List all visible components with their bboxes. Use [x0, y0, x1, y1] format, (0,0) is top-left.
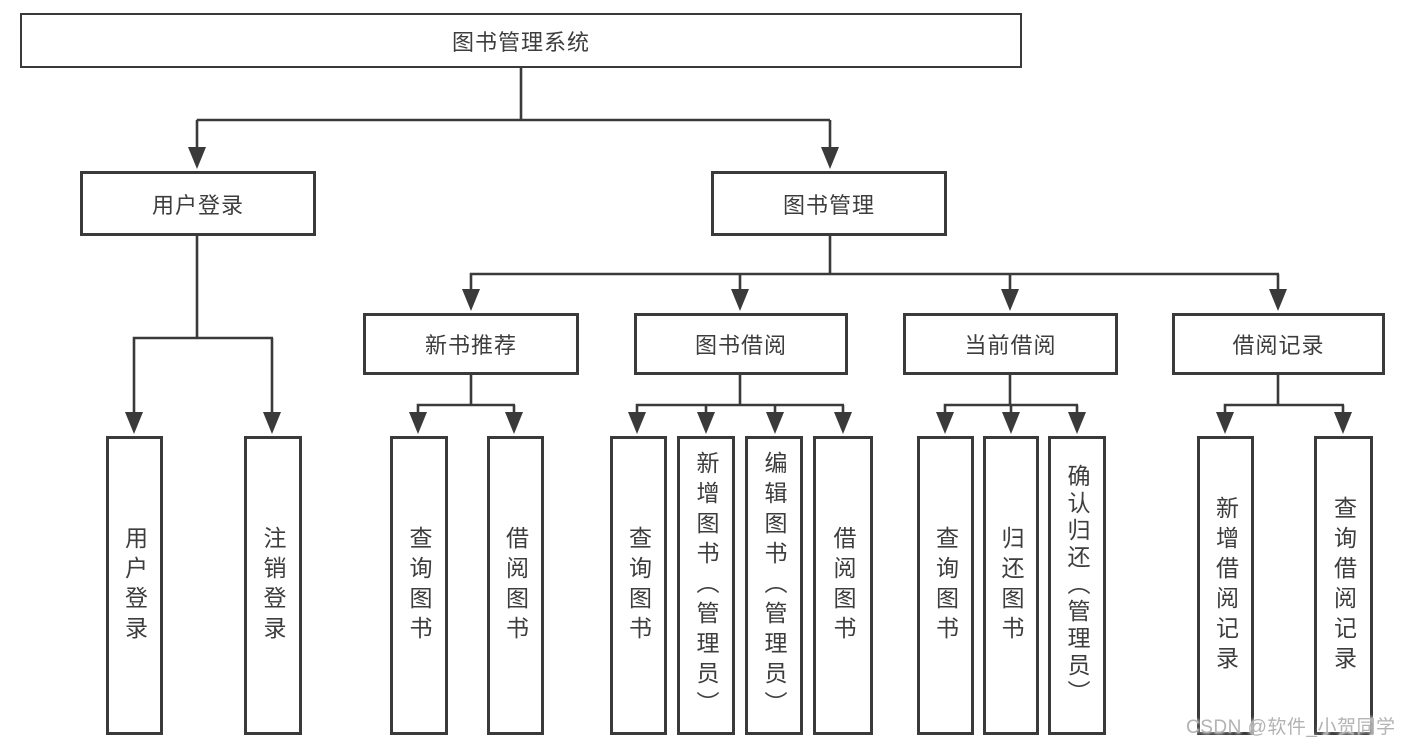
leaf-borrow-book: 借阅图书	[813, 436, 873, 735]
node-current-borrowing: 当前借阅	[903, 313, 1118, 375]
node-borrow-records: 借阅记录	[1172, 313, 1385, 375]
node-new-book-recommend: 新书推荐	[363, 313, 579, 375]
leaf-logout: 注销登录	[244, 436, 302, 735]
node-book-borrowing: 图书借阅	[634, 313, 848, 375]
leaf-return-book: 归还图书	[983, 436, 1039, 735]
node-label: 借阅图书	[830, 525, 856, 646]
node-label: 图书借阅	[694, 333, 787, 358]
node-user-login: 用户登录	[80, 171, 316, 236]
node-label: 借阅图书	[502, 525, 529, 646]
node-label: 用户登录	[151, 192, 244, 218]
node-book-management: 图书管理	[711, 171, 947, 236]
node-label: 编辑图书（管理员）	[761, 450, 787, 721]
node-label: 查询图书	[406, 525, 432, 646]
node-label: 新增图书（管理员）	[693, 450, 719, 721]
node-label: 确认归还（管理员）	[1064, 464, 1090, 707]
leaf-query-book-borrowing: 查询图书	[610, 436, 667, 735]
node-label: 图书管理	[782, 192, 875, 218]
node-label: 新增借阅记录	[1212, 495, 1239, 676]
leaf-borrow-book-recommend: 借阅图书	[487, 436, 544, 735]
node-label: 借阅记录	[1232, 333, 1325, 358]
leaf-user-login: 用户登录	[106, 436, 163, 735]
leaf-query-book-current: 查询图书	[917, 436, 974, 735]
node-label: 新书推荐	[424, 333, 517, 358]
node-label: 图书管理系统	[451, 29, 590, 55]
leaf-query-borrow-record: 查询借阅记录	[1314, 436, 1373, 735]
node-label: 注销登录	[260, 525, 286, 646]
node-label: 当前借阅	[964, 333, 1057, 358]
node-label: 用户登录	[121, 525, 148, 646]
csdn-watermark: CSDN @软件_小贺同学	[1186, 717, 1396, 738]
leaf-edit-book-admin: 编辑图书（管理员）	[745, 436, 803, 735]
node-label: 查询图书	[932, 525, 959, 646]
leaf-add-book-admin: 新增图书（管理员）	[677, 436, 735, 735]
node-label: 查询借阅记录	[1330, 495, 1357, 676]
node-label: 归还图书	[998, 525, 1024, 646]
node-label: 查询图书	[625, 525, 652, 646]
leaf-confirm-return-admin: 确认归还（管理员）	[1048, 436, 1106, 735]
leaf-query-book-recommend: 查询图书	[390, 436, 448, 735]
leaf-add-borrow-record: 新增借阅记录	[1197, 436, 1254, 735]
node-library-system: 图书管理系统	[20, 13, 1022, 68]
